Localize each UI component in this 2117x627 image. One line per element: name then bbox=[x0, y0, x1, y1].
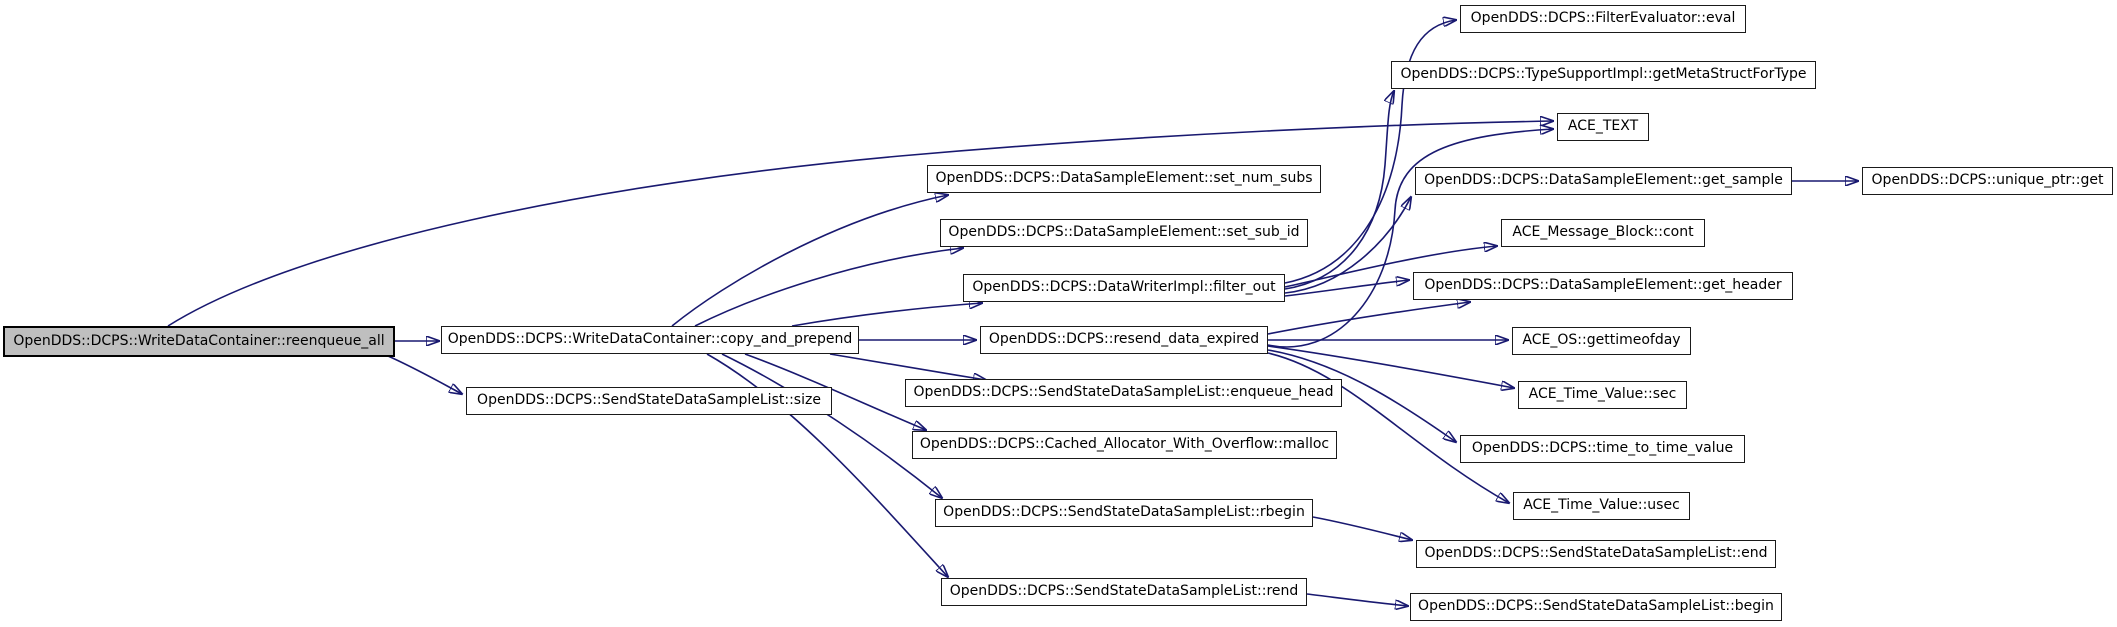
edge-copy_and_prepend-to-rbegin bbox=[721, 353, 942, 498]
node-set_num_subs[interactable]: OpenDDS::DCPS::DataSampleElement::set_nu… bbox=[927, 165, 1321, 193]
edge-filter_out-to-cont bbox=[1284, 246, 1497, 288]
edge-resend_data_expired-to-sec bbox=[1267, 345, 1514, 388]
edge-reenqueue_all-to-ace_text bbox=[167, 121, 1553, 327]
node-ace_text[interactable]: ACE_TEXT bbox=[1557, 113, 1649, 141]
node-cont[interactable]: ACE_Message_Block::cont bbox=[1501, 219, 1705, 247]
node-reenqueue_all: OpenDDS::DCPS::WriteDataContainer::reenq… bbox=[3, 326, 395, 357]
edge-resend_data_expired-to-time_to_time_value bbox=[1267, 349, 1456, 442]
node-sec[interactable]: ACE_Time_Value::sec bbox=[1518, 381, 1687, 409]
node-set_sub_id[interactable]: OpenDDS::DCPS::DataSampleElement::set_su… bbox=[940, 219, 1308, 247]
node-unique_ptr_get[interactable]: OpenDDS::DCPS::unique_ptr::get bbox=[1862, 167, 2113, 195]
node-gettimeofday[interactable]: ACE_OS::gettimeofday bbox=[1512, 327, 1691, 355]
node-get_sample[interactable]: OpenDDS::DCPS::DataSampleElement::get_sa… bbox=[1415, 167, 1792, 195]
node-enqueue_head[interactable]: OpenDDS::DCPS::SendStateDataSampleList::… bbox=[905, 379, 1342, 407]
edge-filter_out-to-getMetaStructForType bbox=[1284, 91, 1394, 290]
node-time_to_time_value[interactable]: OpenDDS::DCPS::time_to_time_value bbox=[1460, 435, 1745, 463]
edge-filter_out-to-eval bbox=[1284, 20, 1456, 284]
edge-resend_data_expired-to-get_header bbox=[1267, 302, 1470, 335]
node-get_header[interactable]: OpenDDS::DCPS::DataSampleElement::get_he… bbox=[1413, 272, 1793, 300]
edge-filter_out-to-get_sample bbox=[1284, 197, 1411, 294]
node-rbegin[interactable]: OpenDDS::DCPS::SendStateDataSampleList::… bbox=[935, 499, 1313, 527]
node-rend[interactable]: OpenDDS::DCPS::SendStateDataSampleList::… bbox=[941, 578, 1307, 606]
edge-resend_data_expired-to-usec bbox=[1267, 352, 1509, 503]
node-end[interactable]: OpenDDS::DCPS::SendStateDataSampleList::… bbox=[1416, 540, 1776, 568]
edge-copy_and_prepend-to-set_sub_id bbox=[694, 248, 963, 327]
edge-resend_data_expired-to-ace_text bbox=[1267, 129, 1553, 348]
edge-copy_and_prepend-to-enqueue_head bbox=[829, 353, 986, 380]
node-copy_and_prepend[interactable]: OpenDDS::DCPS::WriteDataContainer::copy_… bbox=[441, 326, 859, 354]
node-malloc[interactable]: OpenDDS::DCPS::Cached_Allocator_With_Ove… bbox=[912, 431, 1337, 459]
node-filter_out[interactable]: OpenDDS::DCPS::DataWriterImpl::filter_ou… bbox=[963, 274, 1285, 302]
edge-copy_and_prepend-to-malloc bbox=[744, 353, 926, 430]
node-usec[interactable]: ACE_Time_Value::usec bbox=[1513, 492, 1690, 520]
edge-rend-to-begin bbox=[1306, 593, 1408, 606]
edge-rbegin-to-end bbox=[1312, 516, 1412, 540]
edge-copy_and_prepend-to-filter_out bbox=[791, 303, 982, 327]
node-getMetaStructForType[interactable]: OpenDDS::DCPS::TypeSupportImpl::getMetaS… bbox=[1391, 61, 1816, 89]
node-eval[interactable]: OpenDDS::DCPS::FilterEvaluator::eval bbox=[1460, 5, 1746, 33]
node-begin[interactable]: OpenDDS::DCPS::SendStateDataSampleList::… bbox=[1410, 593, 1782, 621]
node-size[interactable]: OpenDDS::DCPS::SendStateDataSampleList::… bbox=[466, 387, 832, 415]
edge-filter_out-to-get_header bbox=[1284, 280, 1409, 297]
node-resend_data_expired[interactable]: OpenDDS::DCPS::resend_data_expired bbox=[980, 326, 1268, 354]
edge-copy_and_prepend-to-set_num_subs bbox=[671, 195, 948, 327]
edge-copy_and_prepend-to-rend bbox=[706, 353, 948, 577]
edge-reenqueue_all-to-size bbox=[387, 355, 462, 394]
